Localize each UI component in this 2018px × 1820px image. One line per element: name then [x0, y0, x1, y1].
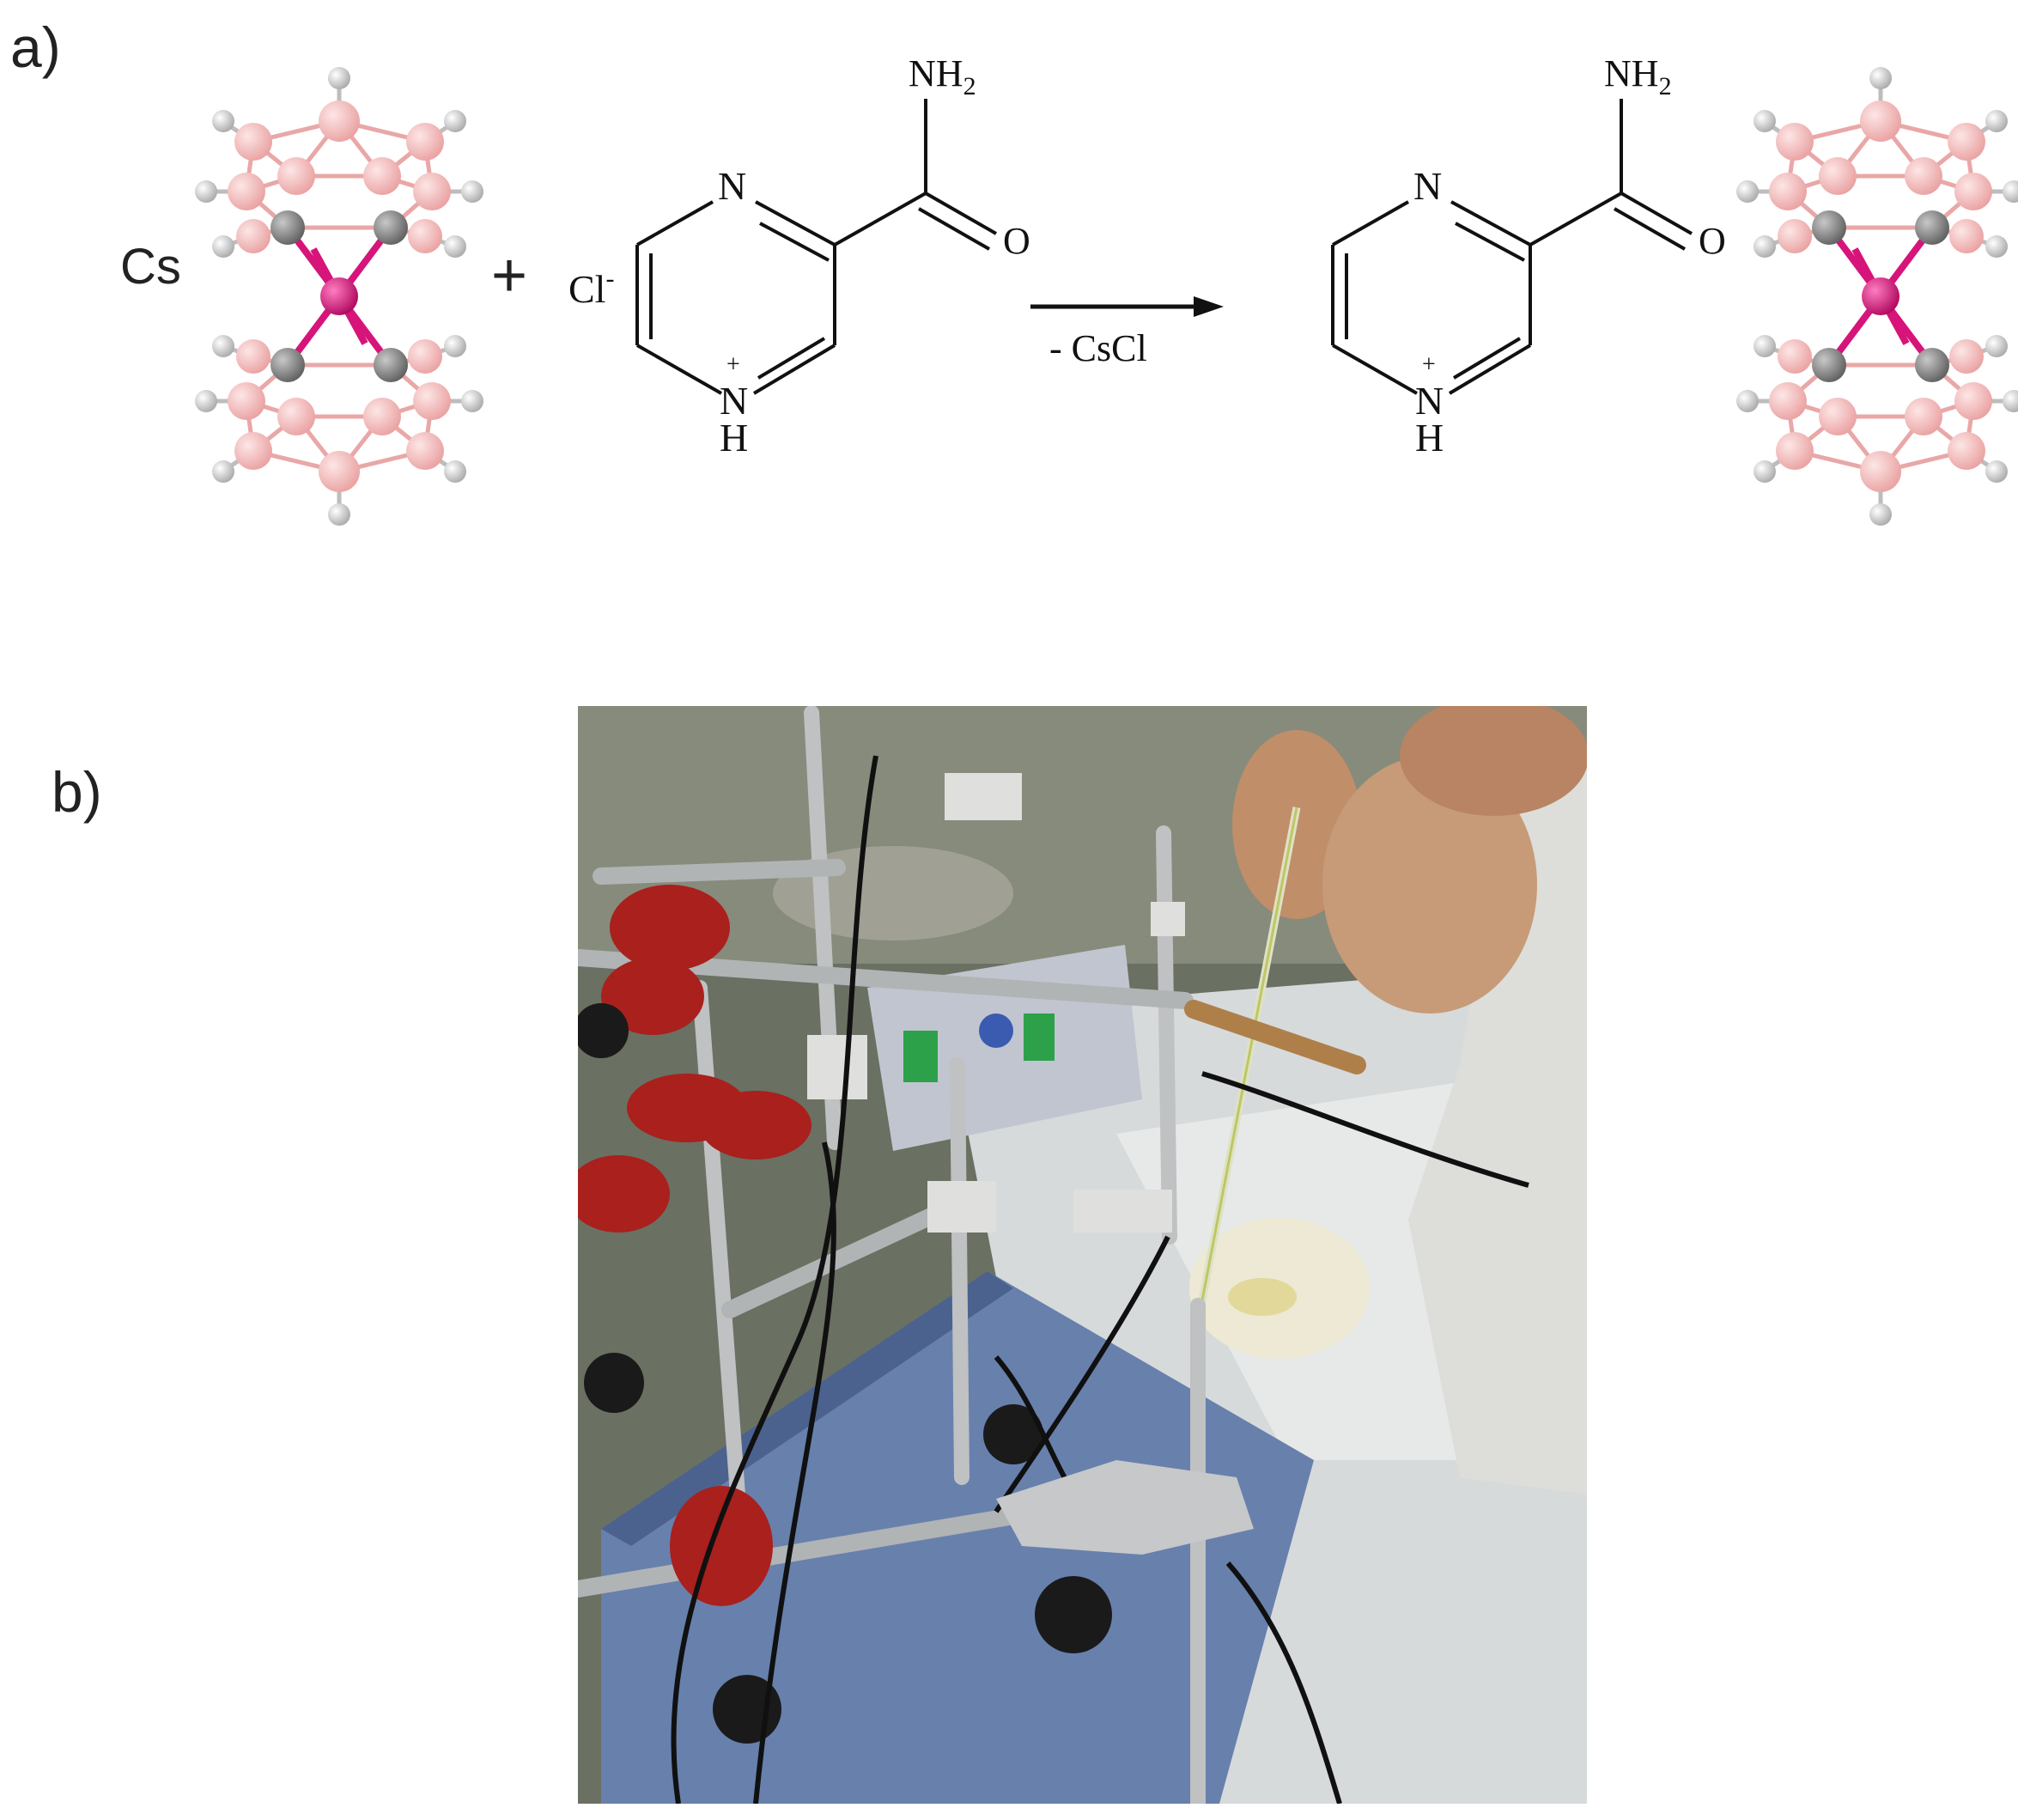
reactant-amide-nh2: NH2 — [909, 52, 976, 100]
plus-sign: + — [491, 241, 527, 310]
chloride-label: Cl- — [568, 265, 614, 311]
cobaltabisdicarbollide-cluster-reactant — [195, 67, 483, 526]
product-amide-oxygen: O — [1699, 220, 1726, 262]
cobaltabisdicarbollide-cluster-product — [1736, 67, 2018, 526]
product-plus-charge: + — [1422, 351, 1436, 378]
product-amide-nh2: NH2 — [1604, 52, 1672, 100]
product-nh-nitrogen: N — [1415, 379, 1444, 423]
reactant-pyrazinamide-structure: N NH2 O + N H — [635, 52, 1030, 460]
product-ring-nitrogen: N — [1413, 164, 1442, 208]
lab-setup-photo — [578, 706, 1587, 1804]
product-nh-hydrogen: H — [1415, 416, 1444, 460]
reaction-arrow — [1030, 296, 1224, 317]
product-pyrazinamide-structure: N NH2 O + N H — [1331, 52, 1726, 460]
reactant-nh-hydrogen: H — [720, 416, 748, 460]
reactant-ring-nitrogen: N — [718, 164, 746, 208]
panel-a-label: a) — [10, 15, 61, 79]
cesium-cation-label: Cs — [120, 239, 181, 295]
panel-b-label: b) — [52, 760, 102, 824]
byproduct-label: - CsCl — [1049, 327, 1147, 369]
reactant-plus-charge: + — [726, 351, 740, 378]
reactant-amide-oxygen: O — [1003, 220, 1030, 262]
reactant-nh-nitrogen: N — [720, 379, 748, 423]
